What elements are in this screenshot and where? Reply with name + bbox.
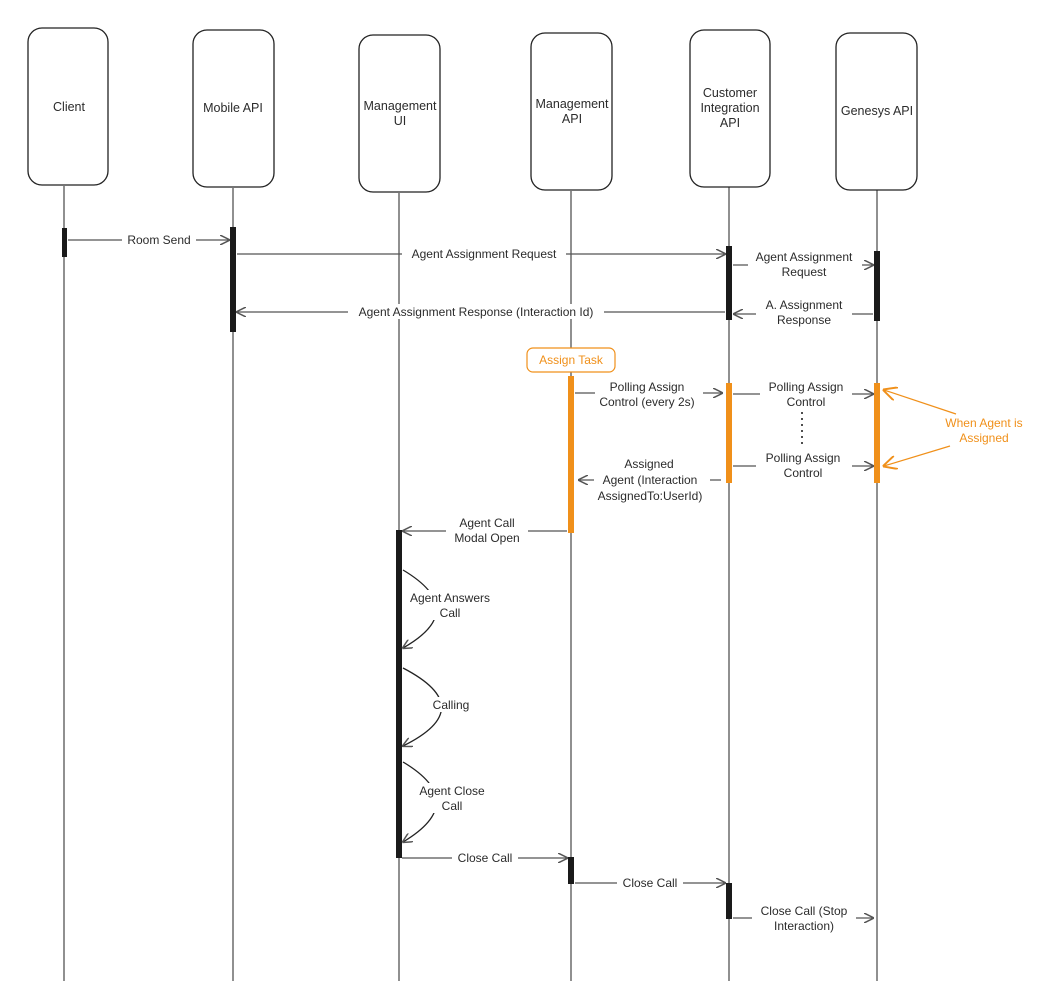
assign-task-tag <box>526 347 616 373</box>
activation-bars <box>62 227 880 919</box>
activation-genesys-1 <box>874 251 880 321</box>
label-close-call-2: Close Call <box>623 876 678 890</box>
label-close-call-1: Close Call <box>458 851 513 865</box>
actor-box-customer-integration-api[interactable] <box>689 29 771 188</box>
annotation-arrow-up <box>884 390 957 415</box>
actor-box-management-api[interactable] <box>530 32 613 191</box>
assign-task-label: Assign Task <box>539 353 604 367</box>
actor-label-genesys-api: Genesys API <box>841 104 913 118</box>
activation-mgmt-api-close <box>568 857 574 884</box>
actor-box-management-ui[interactable] <box>358 34 441 193</box>
activation-cia-1 <box>726 246 732 320</box>
activation-cia-close <box>726 883 732 919</box>
label-room-send: Room Send <box>127 233 190 247</box>
label-calling: Calling <box>433 698 470 712</box>
actor-box-mobile-api[interactable] <box>192 29 275 188</box>
label-agent-assignment-request: Agent Assignment Request <box>412 247 557 261</box>
activation-cia-orange <box>726 383 732 483</box>
activation-genesys-orange <box>874 383 880 483</box>
actor-label-mobile-api: Mobile API <box>203 101 263 115</box>
actor-box-genesys-api[interactable] <box>835 32 918 191</box>
activation-management-ui <box>396 530 402 858</box>
label-agent-assignment-response: Agent Assignment Response (Interaction I… <box>359 305 594 319</box>
actor-label-client: Client <box>53 100 85 114</box>
actor-box-client[interactable] <box>27 27 109 186</box>
annotation-arrow-down <box>884 445 951 466</box>
activation-mobile-api <box>230 227 236 332</box>
activation-mgmt-api-orange <box>568 376 574 533</box>
activation-client <box>62 228 67 257</box>
messages: Room Send Agent Assignment Request Agent… <box>68 232 873 933</box>
